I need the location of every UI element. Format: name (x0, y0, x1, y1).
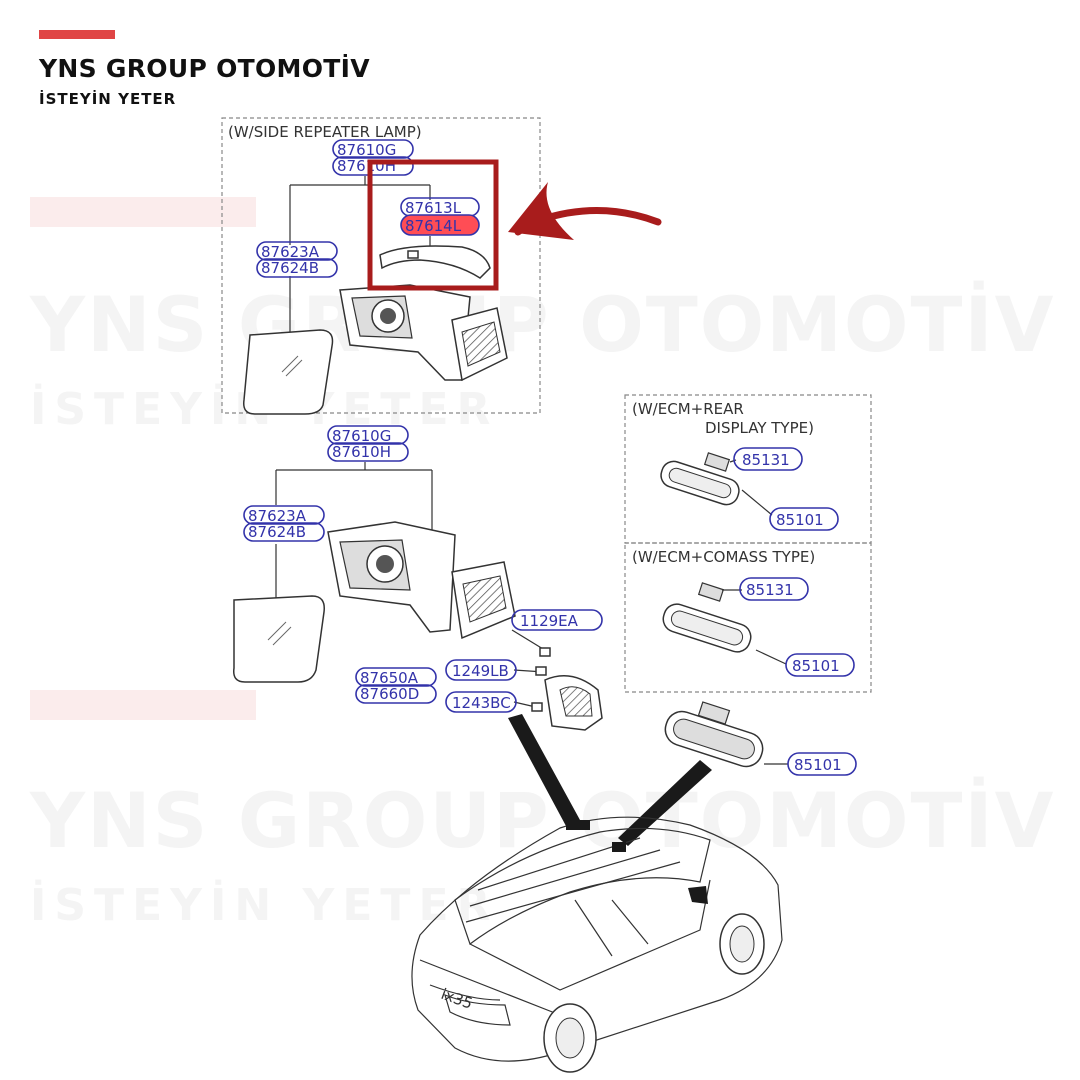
ecm-rear-section-subtitle: DISPLAY TYPE) (705, 419, 814, 437)
part-label-87623a: 87623A (248, 507, 307, 525)
label-pill (785, 653, 855, 677)
watermark-bar (30, 690, 256, 720)
compass-mirror (662, 582, 787, 665)
brand-accent-bar (39, 30, 115, 39)
rearview-location-pointer (618, 760, 712, 846)
label-pill (243, 522, 325, 542)
label-pill (327, 442, 409, 462)
part-label-1243bc: 1243BC (452, 694, 511, 712)
brand-name: YNS GROUP OTOMOTİV (39, 54, 370, 83)
part-label-85131: 85131 (742, 451, 790, 469)
highlighted-part-pill (400, 214, 480, 236)
label-pill (332, 139, 414, 159)
watermark-brand-name: YNS GROUP OTOMOTİV (30, 280, 1056, 369)
watermark-tagline: İSTEYİN YETER (30, 880, 499, 931)
rear-display-mirror (660, 452, 773, 516)
part-label-87650a: 87650A (360, 669, 419, 687)
part-label-87660d: 87660D (360, 685, 419, 703)
brand-tagline: İSTEYİN YETER (39, 90, 177, 108)
ecm-rear-section-frame (624, 394, 872, 544)
label-pill (445, 691, 517, 713)
label-pill (445, 659, 517, 681)
part-label-87614l-highlighted: 87614L (405, 217, 462, 235)
part-label-87624b: 87624B (261, 259, 319, 277)
repeater-mirror-assembly (242, 176, 508, 415)
vehicle-illustration: ix35 (411, 816, 783, 1073)
highlight-arrow-head (508, 182, 574, 240)
highlight-box (367, 159, 499, 291)
label-pill (739, 577, 809, 601)
label-pill (355, 667, 437, 687)
outside-mirror-assembly (232, 462, 603, 731)
part-label-87624b: 87624B (248, 523, 306, 541)
part-label-87610g: 87610G (332, 427, 391, 445)
part-label-85101: 85101 (776, 511, 824, 529)
label-pill (332, 156, 414, 176)
ecm-compass-section-frame (624, 542, 872, 693)
watermark-brand-name: YNS GROUP OTOMOTİV (30, 776, 1056, 865)
part-label-87610h: 87610H (332, 443, 391, 461)
ecm-compass-section-title: (W/ECM+COMASS TYPE) (632, 548, 815, 566)
side-repeater-section-frame (221, 117, 541, 414)
part-label-1129ea: 1129EA (520, 612, 579, 630)
part-label-85101: 85101 (794, 756, 842, 774)
ecm-rear-section-title: (W/ECM+REAR (632, 400, 744, 418)
mirror-location-pointer (508, 714, 580, 826)
label-pill (511, 609, 603, 631)
label-pill (769, 507, 839, 531)
part-label-1249lb: 1249LB (452, 662, 509, 680)
label-pill (355, 684, 437, 704)
side-repeater-section-title: (W/SIDE REPEATER LAMP) (228, 123, 422, 141)
label-pill (327, 425, 409, 445)
vehicle-badge: ix35 (439, 985, 475, 1013)
watermark-bar (30, 197, 256, 227)
base-rear-mirror (664, 701, 788, 768)
part-label-87610g: 87610G (337, 141, 396, 159)
label-pill (256, 258, 338, 278)
label-pill (243, 505, 325, 525)
part-label-85101: 85101 (792, 657, 840, 675)
part-label-87623a: 87623A (261, 243, 320, 261)
label-pill (733, 447, 803, 471)
part-label-87613l: 87613L (405, 199, 462, 217)
part-label-85131: 85131 (746, 581, 794, 599)
label-pill (787, 752, 857, 776)
label-pill (256, 241, 338, 261)
